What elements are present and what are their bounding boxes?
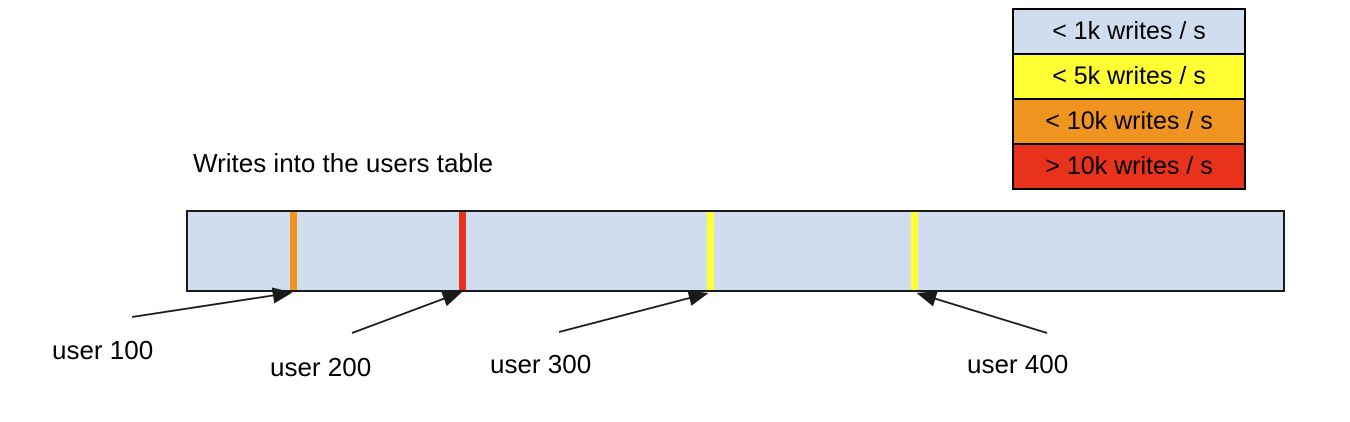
legend: < 1k writes / s < 5k writes / s < 10k wr… [1012, 8, 1246, 190]
hotspot-marker-user-100 [290, 212, 297, 290]
legend-item-lt-1k: < 1k writes / s [1012, 8, 1246, 55]
arrow-user-200 [351, 291, 463, 334]
legend-item-gt-10k-label: > 10k writes / s [1045, 152, 1213, 180]
legend-item-lt-5k: < 5k writes / s [1012, 53, 1246, 100]
diagram-title: Writes into the users table [193, 148, 494, 178]
label-user-400: user 400 [967, 349, 1069, 379]
legend-item-lt-5k-label: < 5k writes / s [1052, 62, 1206, 90]
hotspot-marker-user-200 [459, 212, 466, 290]
legend-item-lt-10k-label: < 10k writes / s [1045, 107, 1213, 135]
users-table-bar [186, 210, 1285, 292]
label-user-300: user 300 [490, 349, 592, 379]
arrow-user-400 [916, 291, 1048, 334]
legend-item-gt-10k: > 10k writes / s [1012, 143, 1246, 190]
arrow-user-300 [558, 290, 709, 333]
hotspot-marker-user-400 [911, 212, 918, 290]
legend-item-lt-1k-label: < 1k writes / s [1052, 17, 1206, 45]
arrow-user-100 [131, 287, 293, 318]
hotspot-marker-user-300 [707, 212, 714, 290]
label-user-100: user 100 [52, 335, 154, 365]
legend-item-lt-10k: < 10k writes / s [1012, 98, 1246, 145]
label-user-200: user 200 [270, 352, 372, 382]
